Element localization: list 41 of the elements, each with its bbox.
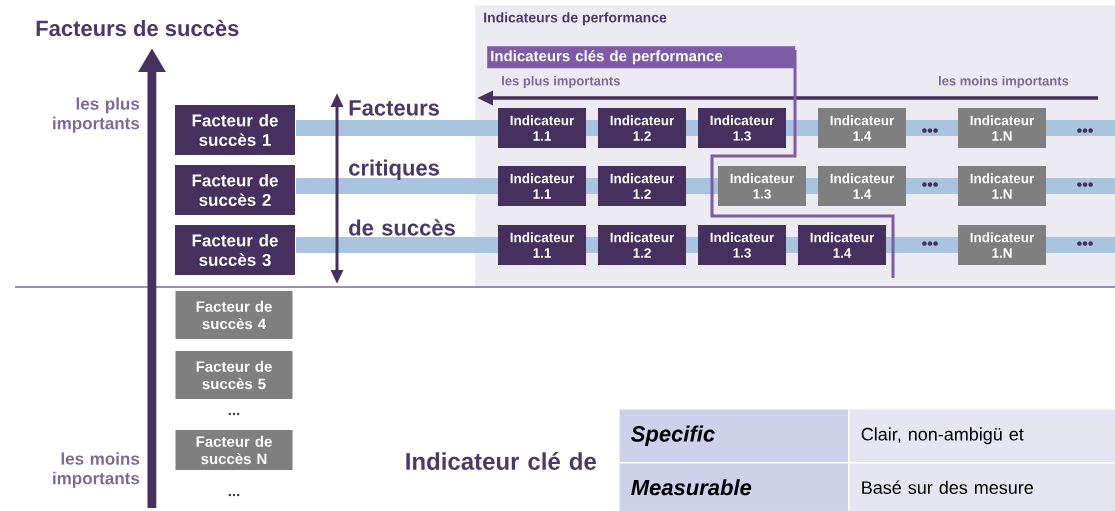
ellipsis: ••• <box>1077 241 1093 246</box>
indicator-box: Indicateur 1.4 <box>818 166 906 206</box>
axis-label: les plus importants <box>53 97 140 133</box>
table-cell: Basé sur des mesure <box>848 462 1115 511</box>
indicator-box: Indicateur 1.N <box>958 225 1046 265</box>
heading-tab: Indicateurs clés de performance <box>487 46 796 69</box>
success-factor-box: Facteur de succès N <box>175 430 293 470</box>
indicator-box: Indicateur 1.1 <box>498 225 586 265</box>
ellipsis: ••• <box>1077 128 1093 133</box>
indicator-box: Indicateur 1.3 <box>718 166 806 206</box>
indicator-box: Indicateur 1.N <box>958 108 1046 148</box>
axis-label: les plus importants <box>502 75 620 89</box>
success-factor-box: Facteur de succès 2 <box>175 165 295 215</box>
ellipsis: ... <box>228 412 240 416</box>
ellipsis: ••• <box>1077 182 1093 187</box>
axis-label: les moins importants <box>53 452 140 488</box>
indicator-box: Indicateur 1.1 <box>498 108 586 148</box>
axis-label: les moins importants <box>939 75 1069 89</box>
rotated-heading: Facteurs critiques de succès <box>349 100 455 236</box>
success-factor-box: Facteur de succès 1 <box>175 105 295 155</box>
ellipsis: ••• <box>922 128 938 133</box>
indicator-box: Indicateur 1.3 <box>698 225 786 265</box>
ellipsis: ••• <box>922 182 938 187</box>
indicator-box: Indicateur 1.2 <box>598 225 686 265</box>
indicator-box: Indicateur 1.2 <box>598 108 686 148</box>
indicator-box: Indicateur 1.4 <box>818 108 906 148</box>
indicator-box: Indicateur 1.3 <box>698 108 786 148</box>
indicator-box: Indicateur 1.N <box>958 166 1046 206</box>
table-cell: Clair, non-ambigü et <box>848 408 1115 464</box>
indicator-box: Indicateur 1.1 <box>498 166 586 206</box>
heading: Indicateur clé de <box>406 452 596 470</box>
indicator-box: Indicateur 1.4 <box>798 225 886 265</box>
success-factor-box: Facteur de succès 5 <box>175 351 293 399</box>
heading: Facteurs de succès <box>36 19 239 37</box>
table-cell: Measurable <box>618 462 850 511</box>
ellipsis: ... <box>228 493 240 497</box>
indicator-box: Indicateur 1.2 <box>598 166 686 206</box>
success-factor-box: Facteur de succès 4 <box>175 291 293 339</box>
ellipsis: ••• <box>922 241 938 246</box>
table-cell: Specific <box>618 408 850 464</box>
success-factor-box: Facteur de succès 3 <box>175 225 295 275</box>
